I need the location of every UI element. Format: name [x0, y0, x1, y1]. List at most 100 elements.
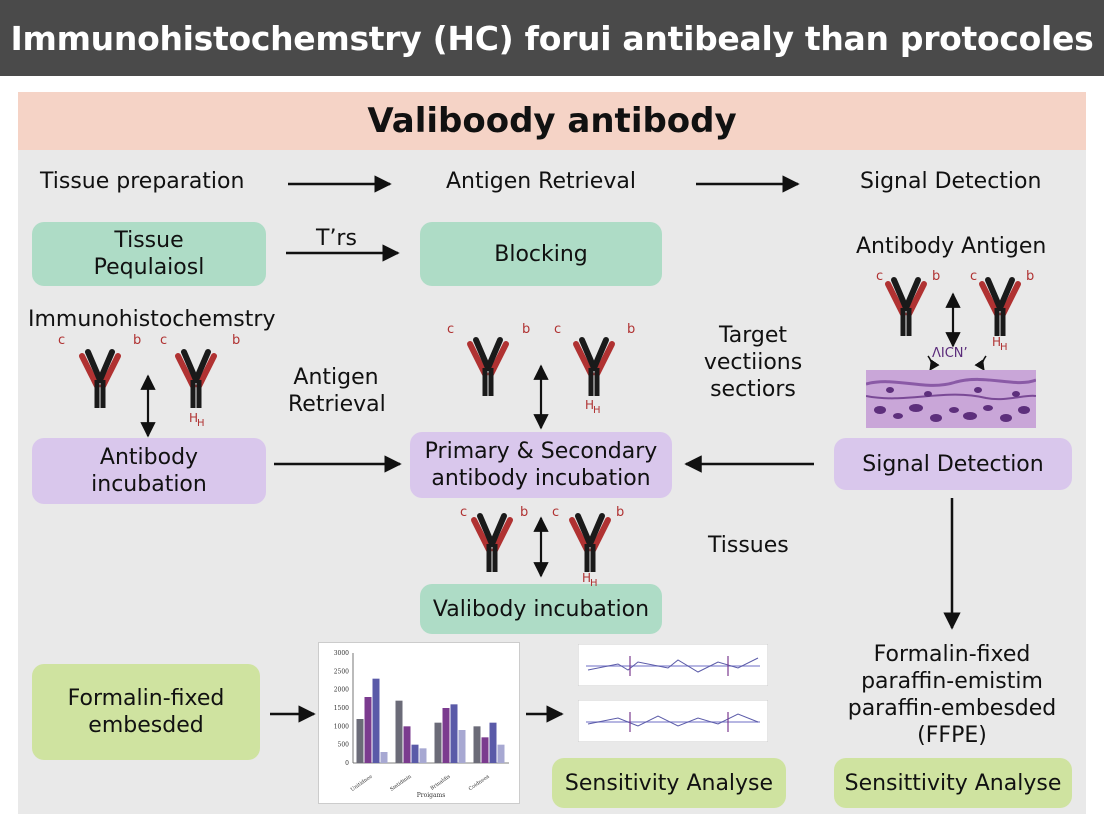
y-tick-label: 2500	[334, 668, 349, 675]
antibody-icon	[474, 516, 510, 572]
curved-arrow-icon	[974, 355, 987, 371]
x-axis-label: Proigams	[417, 792, 446, 799]
mark-h: H	[585, 398, 595, 412]
primary-box-line1: Primary & Secondary	[424, 439, 658, 464]
mark-b: b	[522, 322, 531, 337]
mark-b: b	[1026, 269, 1035, 284]
bar	[419, 748, 427, 763]
mark-c: c	[58, 333, 66, 348]
step-antigen-retrieval: Antigen Retrieval	[446, 169, 636, 194]
ffpe-line1: Formalin-fixed	[873, 642, 1031, 667]
line-plot-2	[578, 700, 768, 742]
mark-c: c	[460, 505, 468, 520]
antigen-retrieval-label: Antigen Retrieval	[288, 364, 386, 418]
bar	[497, 744, 505, 763]
antibody-antigen-label: Antibody Antigen	[856, 234, 1047, 259]
curved-arrow-icon	[927, 355, 940, 371]
mark-h-sub: H	[590, 578, 598, 589]
ffpe-line2: paraffin-emistim	[861, 669, 1043, 694]
antigen-retrieval-line2: Retrieval	[288, 392, 386, 417]
step-tissue-preparation: Tissue preparation	[40, 169, 245, 194]
antibody-icon	[82, 352, 118, 408]
mark-h: H	[189, 411, 199, 425]
sensitivity-analyse-box-2: Sensittivity Analyse	[834, 758, 1072, 808]
bar	[380, 752, 388, 763]
bar	[434, 722, 442, 763]
target-line3: sectiors	[710, 377, 796, 402]
bar	[473, 726, 481, 763]
mark-h-sub: H	[197, 418, 205, 429]
mark-b: b	[627, 322, 636, 337]
antibody-icon	[178, 352, 214, 408]
mark-h-sub: H	[593, 405, 601, 416]
antibody-incubation-line1: Antibody	[99, 445, 199, 470]
antibody-incubation-line2: incubation	[91, 472, 207, 497]
page-title: Immunohistochemstry (HC) forui antibealy…	[0, 0, 1104, 76]
mark-c: c	[447, 322, 455, 337]
bar	[411, 744, 419, 763]
y-tick-label: 0	[345, 760, 349, 767]
trs-label: T’rs	[316, 226, 357, 251]
y-tick-label: 1500	[334, 705, 349, 712]
formalin-box-line2: embesded	[88, 713, 204, 738]
target-line1: Target	[718, 323, 788, 348]
antibody-icon	[572, 516, 608, 572]
ffpe-line3: paraffin-embesded	[847, 696, 1057, 721]
mark-b: b	[616, 505, 625, 520]
panel-title: Valiboody antibody	[18, 92, 1086, 150]
sensitivity-analyse-box-1: Sensitivity Analyse	[552, 758, 786, 808]
x-tick-label: Coidneea	[468, 774, 491, 793]
mark-b: b	[520, 505, 529, 520]
y-tick-label: 1000	[334, 723, 349, 730]
mark-c: c	[970, 269, 978, 284]
antibody-icon	[576, 340, 612, 396]
bar	[395, 700, 403, 763]
antibody-icon	[470, 340, 506, 396]
mark-b: b	[932, 269, 941, 284]
ffpe-line4: (FFPE)	[917, 723, 987, 748]
bar	[403, 726, 411, 763]
bar	[356, 719, 364, 763]
bar	[458, 730, 466, 763]
bar	[489, 722, 497, 763]
tissues-label: Tissues	[708, 533, 789, 558]
valibody-incubation-box: Valibody incubation	[420, 584, 662, 634]
mark-c: c	[554, 322, 562, 337]
tissue-box-line2: Pequlaiosl	[93, 255, 205, 280]
primary-box-line2: antibody incubation	[431, 466, 651, 491]
mark-c: c	[876, 269, 884, 284]
immunohistochemistry-label: Immunohistochemstry	[28, 307, 276, 332]
mark-b: b	[133, 333, 142, 348]
signal-detection-box: Signal Detection	[834, 438, 1072, 490]
y-tick-label: 2000	[334, 687, 349, 694]
tissue-box-line1: Tissue	[114, 228, 184, 253]
mark-h-sub: H	[1000, 342, 1008, 353]
x-tick-label: Brinaldis	[429, 773, 451, 791]
x-tick-label: Smtidinin	[389, 773, 413, 792]
target-line2: vectiions	[703, 350, 803, 375]
y-tick-label: 500	[338, 742, 350, 749]
mark-h: H	[992, 335, 1002, 349]
x-tick-label: Unitidnee	[350, 774, 374, 793]
bar	[372, 678, 380, 763]
y-tick-label: 3000	[334, 650, 349, 657]
ffpe-label: Formalin-fixed paraffin-emistim paraffin…	[844, 641, 1060, 749]
antibody-icon	[982, 280, 1018, 336]
formalin-box-line1: Formalin-fixed	[67, 686, 225, 711]
bar	[364, 697, 372, 763]
bar	[450, 704, 458, 763]
step-signal-detection: Signal Detection	[860, 169, 1042, 194]
antigen-mark: ΛΙCΝ’	[932, 346, 968, 361]
target-sections-label: Target vectiions sectiors	[700, 322, 806, 403]
mark-c: c	[552, 505, 560, 520]
blocking-box: Blocking	[420, 222, 662, 286]
antibody-icon	[888, 280, 924, 336]
mark-b: b	[232, 333, 241, 348]
mark-h: H	[582, 571, 592, 585]
